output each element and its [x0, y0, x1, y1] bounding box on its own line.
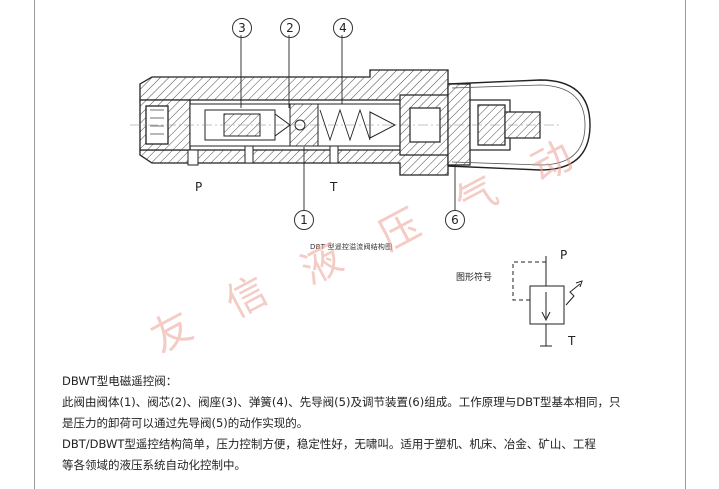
symbol-port-t-label: T — [568, 334, 576, 348]
description-line: DBT/DBWT型遥控结构简单，压力控制方便，稳定性好，无啸叫。适用于塑机、机床… — [62, 437, 596, 451]
right-frame-line — [685, 0, 686, 489]
callout-1: 1 — [294, 210, 314, 230]
description-line: 是压力的卸荷可以通过先导阀(5)的动作实现的。 — [62, 416, 309, 430]
description-title: DBWT型电磁遥控阀： — [62, 374, 178, 388]
symbol-port-p-label: P — [560, 248, 568, 262]
callout-2: 2 — [280, 18, 300, 38]
description-block: DBWT型电磁遥控阀： 此阀由阀体(1)、阀芯(2)、阀座(3)、弹簧(4)、先… — [62, 371, 672, 476]
hydraulic-symbol — [512, 256, 583, 347]
callout-3: 3 — [232, 18, 252, 38]
drawing-caption: DBT 型遥控溢流阀结构图 — [310, 243, 393, 251]
spring — [319, 108, 371, 142]
left-frame-line — [34, 0, 35, 489]
description-line: 此阀由阀体(1)、阀芯(2)、阀座(3)、弹簧(4)、先导阀(5)及调节装置(6… — [62, 395, 621, 409]
adjusting-housing — [399, 83, 541, 166]
port-p-label: P — [195, 180, 203, 194]
callout-6: 6 — [445, 210, 465, 230]
protective-cap — [447, 79, 591, 171]
callout-4: 4 — [333, 18, 353, 38]
description-line: 等各领域的液压系统自动化控制中。 — [62, 458, 246, 472]
symbol-label: 图形符号 — [456, 273, 493, 283]
valve-body — [139, 69, 449, 176]
port-t-label: T — [330, 180, 338, 194]
